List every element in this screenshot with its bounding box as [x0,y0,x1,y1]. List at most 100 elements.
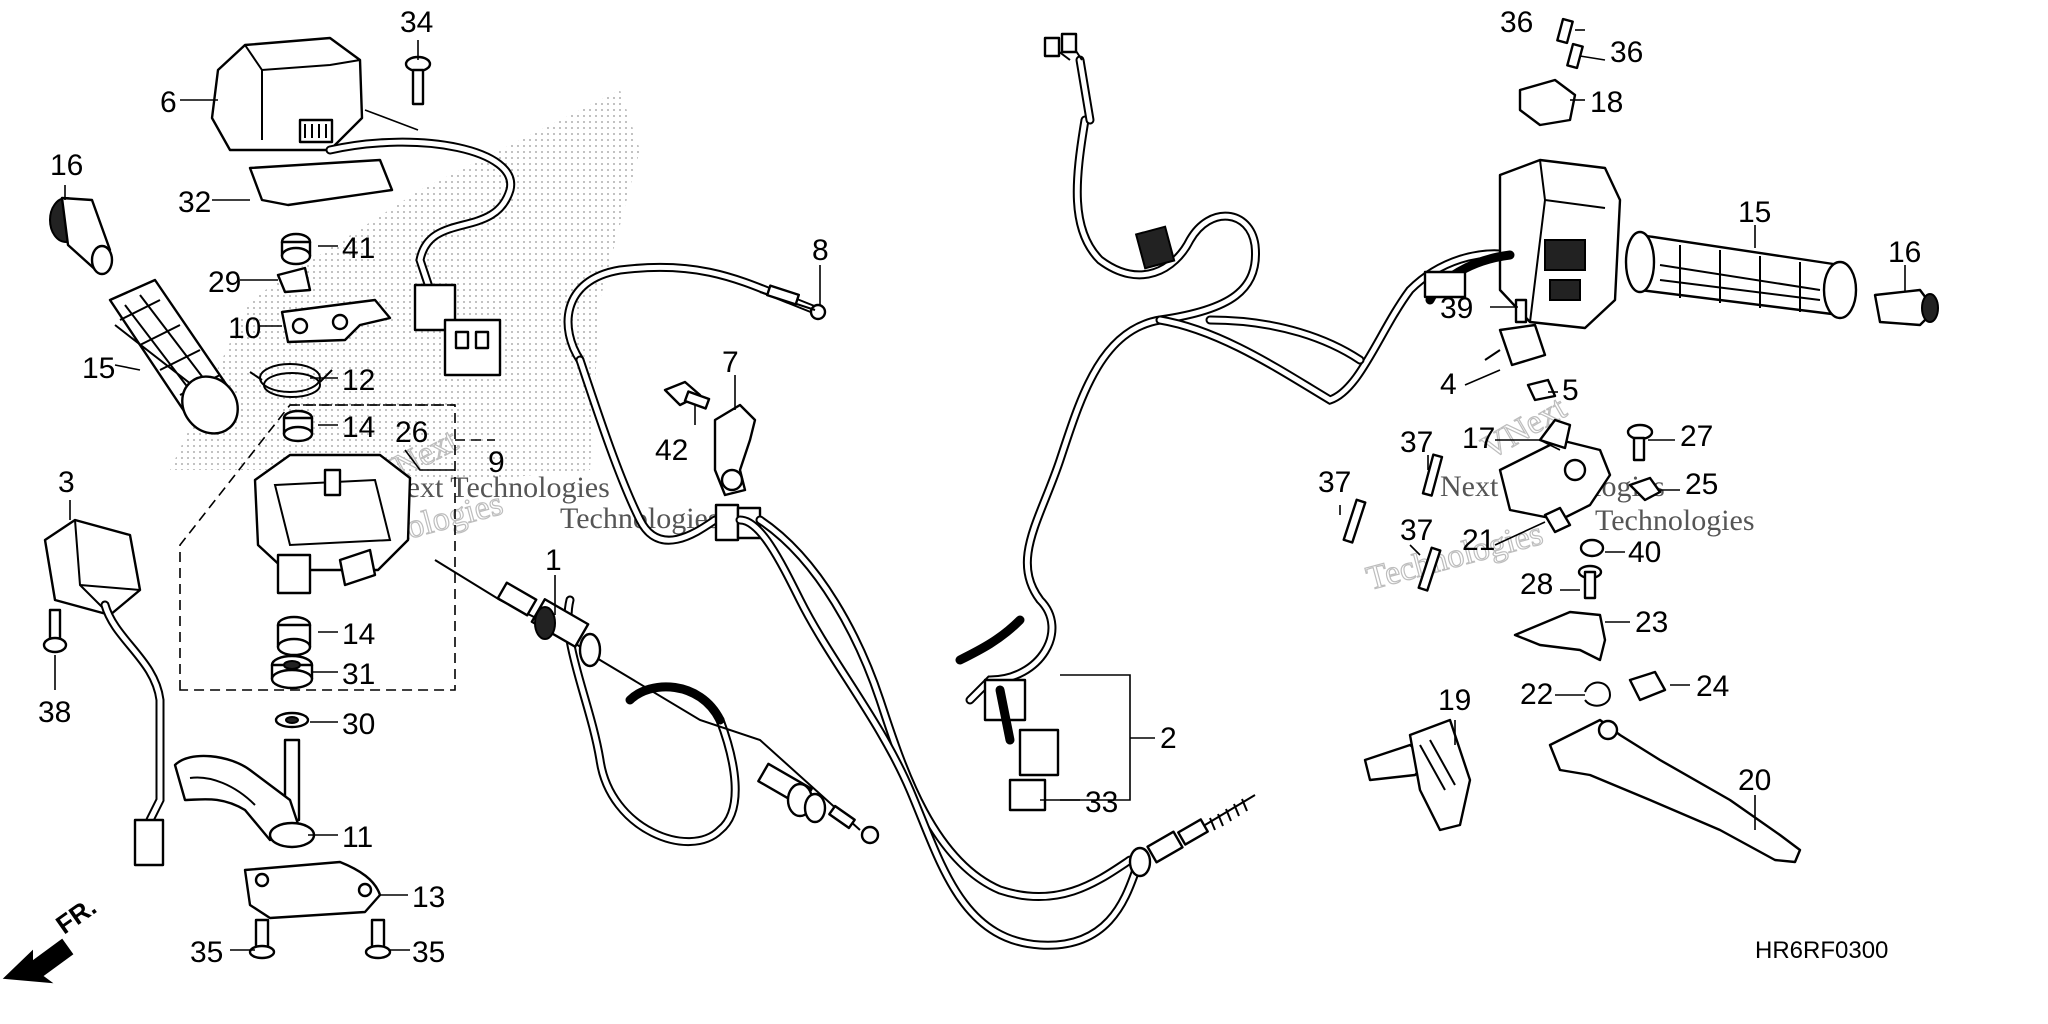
part-labels: 34 6 16 32 41 29 10 15 12 14 26 9 3 14 3… [38,6,1921,969]
label-6: 6 [160,86,177,119]
label-16a: 16 [50,149,83,182]
front-direction-arrow: FR. [2,891,102,984]
label-20: 20 [1738,764,1771,797]
label-19: 19 [1438,684,1471,717]
label-16b: 16 [1888,236,1921,269]
bolt-28 [1577,564,1603,600]
front-label: FR. [50,891,102,940]
label-41: 41 [342,232,375,265]
label-13: 13 [412,881,445,914]
label-37a: 37 [1400,426,1433,459]
throttle-switch-connector [413,283,502,377]
label-31: 31 [342,658,375,691]
figure-code: HR6RF0300 [1755,937,1888,964]
label-28: 28 [1520,568,1553,601]
label-39: 39 [1440,292,1473,325]
bearing-31 [270,654,314,690]
brake-lever-20 [1548,718,1802,864]
label-25: 25 [1685,468,1718,501]
switch-housing-right [1498,158,1622,330]
label-1: 1 [545,544,562,577]
screw-37-b [1342,498,1367,544]
nut-41 [280,232,312,266]
label-11: 11 [342,821,373,854]
cable-main [735,515,1145,950]
bolt-35-right [364,918,392,960]
grip-end-right [1873,288,1939,327]
svg-text:Technologies: Technologies [1595,504,1755,537]
switch-4 [1484,323,1547,367]
screw-34 [404,55,432,106]
label-14a: 14 [342,411,375,444]
label-37b: 37 [1318,466,1351,499]
label-12: 12 [342,364,375,397]
label-18: 18 [1590,86,1623,119]
screw-39 [1514,298,1528,324]
label-42: 42 [655,434,688,467]
cable-1-fittings [496,581,880,845]
lever-19 [1363,718,1472,832]
label-34: 34 [400,6,433,39]
label-5: 5 [1562,374,1579,407]
label-37c: 37 [1400,514,1433,547]
label-15b: 15 [1738,196,1771,229]
washer-30 [274,711,310,729]
label-35b: 35 [412,936,445,969]
label-29: 29 [208,266,241,299]
leader-lines [54,29,1906,951]
clip-29 [276,266,312,294]
connector-3 [133,818,165,867]
label-36a: 36 [1500,6,1533,39]
svg-text:Next Technologies: Next Technologies [385,471,610,504]
cable-main-end [1128,794,1256,878]
bracket-23 [1513,610,1607,662]
label-3: 3 [58,466,75,499]
throttle-arm [280,298,392,344]
screw-37-a [1421,453,1444,497]
switch-clamp-18 [1518,78,1577,127]
label-30: 30 [342,708,375,741]
screw-21 [1543,506,1572,534]
label-26: 26 [395,416,428,449]
label-36b: 36 [1610,36,1643,69]
label-8: 8 [812,234,829,267]
cap-5 [1526,378,1557,402]
screw-36-a [1556,17,1574,45]
label-9: 9 [488,446,505,479]
label-21: 21 [1462,524,1495,557]
label-17: 17 [1462,422,1495,455]
thumb-lever [173,738,316,849]
label-38: 38 [38,696,71,729]
screw-37-c [1417,546,1442,592]
pad-24 [1628,670,1667,702]
bolt-35-left [248,918,276,960]
screw-36-b [1566,42,1584,70]
grip-end-left [49,196,114,276]
lever-bracket [243,860,382,920]
lever-holder-17 [1498,418,1612,522]
label-7: 7 [722,346,739,379]
clip-22 [1584,681,1612,707]
cable-bracket-7 [713,403,757,497]
label-14b: 14 [342,618,375,651]
label-27: 27 [1680,420,1713,453]
cable-8 [563,262,820,365]
nut-40 [1579,538,1605,558]
bolt-38 [42,608,68,654]
clip-25 [1628,476,1662,502]
label-4: 4 [1440,368,1457,401]
throttle-housing [253,453,412,595]
grip-right [1624,230,1858,320]
label-23: 23 [1635,606,1668,639]
label-32: 32 [178,186,211,219]
label-35a: 35 [190,936,223,969]
stipple-shading [170,90,640,480]
label-24: 24 [1696,670,1729,703]
wire-harness [955,32,1515,812]
bolt-42 [663,380,711,410]
module-3 [43,518,142,617]
label-15a: 15 [82,352,115,385]
collar-14-top [282,409,314,443]
label-40: 40 [1628,536,1661,569]
